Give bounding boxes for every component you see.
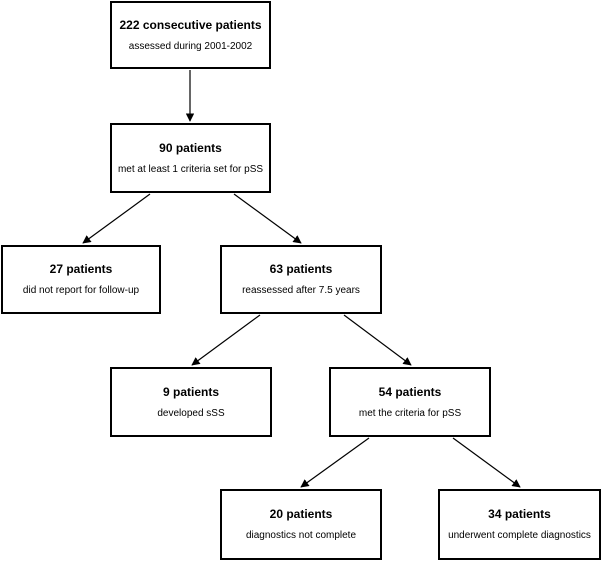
node-title: 63 patients — [269, 262, 333, 276]
node-subtitle: underwent complete diagnostics — [448, 530, 591, 541]
edge-n2-n3 — [82, 193, 151, 244]
node-title: 90 patients — [159, 140, 222, 155]
node-subtitle: met the criteria for pSS — [358, 407, 462, 419]
edge-n2-n4 — [233, 193, 302, 244]
node-reassessed: 63 patients reassessed after 7.5 years — [220, 245, 382, 314]
node-developed-sss: 9 patients developed sSS — [110, 367, 272, 437]
node-subtitle: met at least 1 criteria set for pSS — [117, 163, 264, 175]
node-title: 54 patients — [378, 384, 442, 399]
node-title: 222 consecutive patients — [119, 17, 262, 32]
edge-n4-n5 — [191, 314, 261, 366]
node-title: 27 patients — [49, 262, 113, 276]
edge-n6-n7 — [300, 437, 370, 488]
node-title: 20 patients — [269, 507, 333, 521]
node-subtitle: reassessed after 7.5 years — [242, 285, 360, 296]
node-subtitle: developed sSS — [157, 407, 225, 419]
node-no-follow-up: 27 patients did not report for follow-up — [1, 245, 161, 314]
node-subtitle: did not report for follow-up — [22, 285, 140, 296]
node-diagnostics-incomplete: 20 patients diagnostics not complete — [220, 489, 382, 560]
node-subtitle: diagnostics not complete — [245, 530, 357, 541]
edge-n4-n6 — [343, 314, 412, 366]
node-met-pss-criteria: 54 patients met the criteria for pSS — [329, 367, 491, 437]
node-title: 34 patients — [488, 507, 551, 521]
node-met-criteria: 90 patients met at least 1 criteria set … — [110, 123, 271, 193]
edge-n6-n8 — [452, 437, 521, 488]
node-diagnostics-complete: 34 patients underwent complete diagnosti… — [438, 489, 601, 560]
node-consecutive-patients: 222 consecutive patients assessed during… — [110, 1, 271, 69]
node-subtitle: assessed during 2001-2002 — [128, 40, 253, 52]
node-title: 9 patients — [162, 384, 219, 399]
